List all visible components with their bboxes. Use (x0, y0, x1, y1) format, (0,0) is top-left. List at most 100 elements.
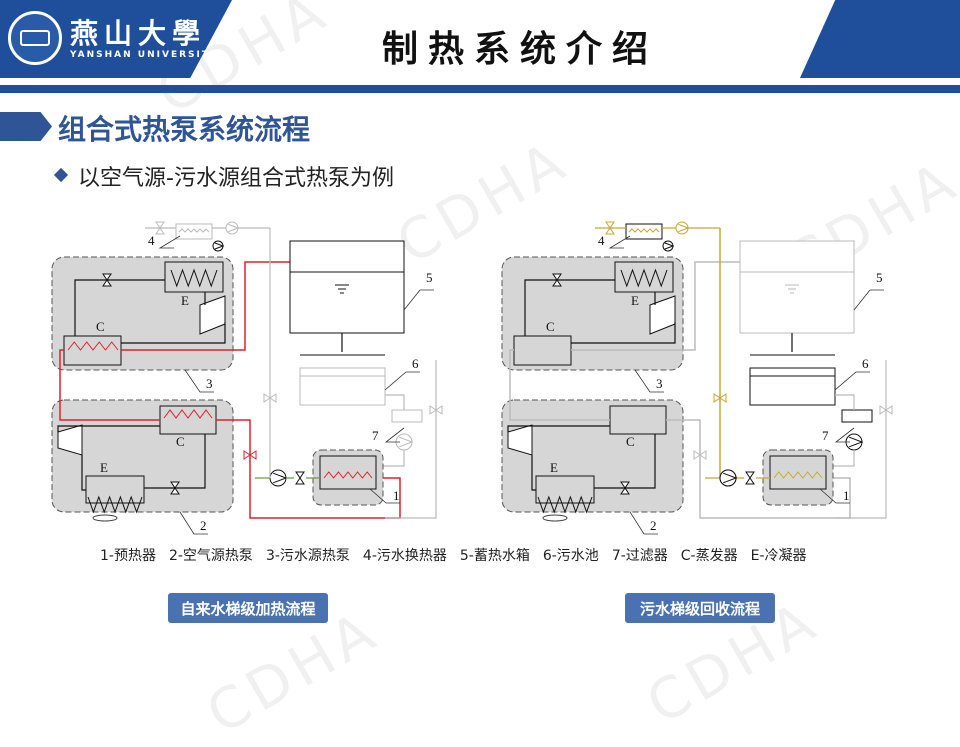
sewage-pool (299, 367, 386, 406)
water-level-icon (335, 284, 349, 294)
valve-icon (552, 273, 562, 287)
pump-icon (225, 221, 239, 235)
leader-line (834, 427, 855, 443)
coil (178, 228, 210, 233)
leader-line (384, 371, 420, 391)
leader-line (629, 511, 658, 535)
legend-item: 6-污水池 (542, 548, 599, 564)
pipe (594, 434, 656, 489)
diagram-label: 4 (148, 233, 155, 248)
hot-water-pipe (59, 349, 160, 421)
pipe (507, 425, 610, 432)
pipe (383, 394, 405, 467)
hot-water-pipe (216, 419, 401, 519)
coil (323, 471, 373, 479)
diagram-label: E (100, 460, 108, 475)
pipe (121, 322, 226, 344)
leader-line (184, 369, 214, 393)
pump-arrow (399, 436, 414, 448)
section-subtitle: 以空气源-污水源组合式热泵为例 (78, 166, 394, 191)
sewage-pool (749, 367, 836, 406)
preheater-box (769, 455, 827, 490)
pump-arrow (664, 242, 675, 250)
sewage-recovery-flow-button[interactable]: 污水梯级回收流程 (625, 593, 775, 623)
legend-item: E-冷凝器 (750, 548, 807, 564)
hot-water-pipe (571, 261, 740, 351)
fan-icon (92, 514, 118, 522)
pipe (571, 322, 676, 344)
diagram-label: 2 (650, 518, 657, 533)
legend-item: 4-污水换热器 (362, 548, 447, 564)
valve-icon (429, 405, 443, 415)
tap-water-heating-flow-button[interactable]: 自来水梯级加热流程 (168, 593, 328, 623)
fan-icon (542, 514, 568, 522)
hot-water-pipe (666, 419, 851, 519)
diagram-label: 6 (412, 356, 419, 371)
section-arrow-icon (0, 112, 52, 141)
condenser-box (164, 261, 224, 293)
pump-icon (675, 221, 689, 235)
coil (537, 495, 593, 514)
pipe (524, 279, 615, 336)
leader-line (634, 369, 664, 393)
diagram-label: 5 (426, 270, 433, 285)
diagram-label: C (176, 434, 185, 449)
pipe (385, 360, 437, 519)
diagram-label: 3 (656, 376, 663, 391)
section-title: 组合式热泵系统流程 (58, 113, 311, 146)
valve-icon (713, 393, 727, 403)
pump-icon (662, 240, 674, 252)
pipe (531, 455, 536, 491)
leader-line (819, 488, 850, 504)
pump-arrow (678, 223, 690, 233)
pump-arrow (723, 472, 738, 484)
hot-water-pipe (121, 261, 290, 351)
legend-item: C-蒸发器 (680, 548, 738, 564)
leader-line (853, 289, 884, 311)
coil (163, 409, 213, 419)
leader-line (158, 235, 181, 249)
pump-arrow (228, 223, 240, 233)
diagram-label: 1 (393, 488, 400, 503)
diagram-label: 7 (822, 428, 829, 443)
diagram-label: 2 (200, 518, 207, 533)
coil (170, 268, 218, 288)
university-name-cn: 燕山大學 (70, 17, 207, 50)
legend-item: 7-过滤器 (611, 548, 668, 564)
coil (620, 268, 668, 288)
diagram-label: C (626, 434, 635, 449)
diagram-label: E (631, 293, 639, 308)
filter-icon (391, 409, 423, 423)
pump-arrow (849, 436, 864, 448)
air-source-heat-pump-panel (501, 399, 684, 513)
filter-icon (841, 409, 873, 423)
diagram-label: E (181, 293, 189, 308)
valve-icon (102, 273, 112, 287)
sewage-pipe (719, 228, 736, 479)
leader-line (179, 511, 208, 535)
heat-storage-tank (289, 240, 405, 334)
pump-arrow (214, 242, 225, 250)
valve-icon (605, 221, 615, 235)
air-source-heat-pump-panel (51, 399, 234, 513)
pipe (835, 360, 887, 519)
leader-line (384, 427, 405, 443)
coil (87, 495, 143, 514)
condenser-box (614, 261, 674, 293)
valve-icon (879, 405, 893, 415)
preheater-panel (762, 449, 834, 506)
header-rule (0, 85, 960, 93)
valve-icon (620, 481, 630, 495)
diagram-label: C (546, 319, 555, 334)
legend-item: 1-预热器 (100, 548, 156, 564)
legend-item: 3-污水源热泵 (265, 548, 350, 564)
pump-icon (719, 469, 737, 487)
diagram-label: E (550, 460, 558, 475)
heat-storage-tank (739, 240, 855, 334)
legend-item: 2-空气源热泵 (168, 548, 253, 564)
water-level-icon (785, 284, 799, 294)
leader-line (834, 371, 870, 391)
